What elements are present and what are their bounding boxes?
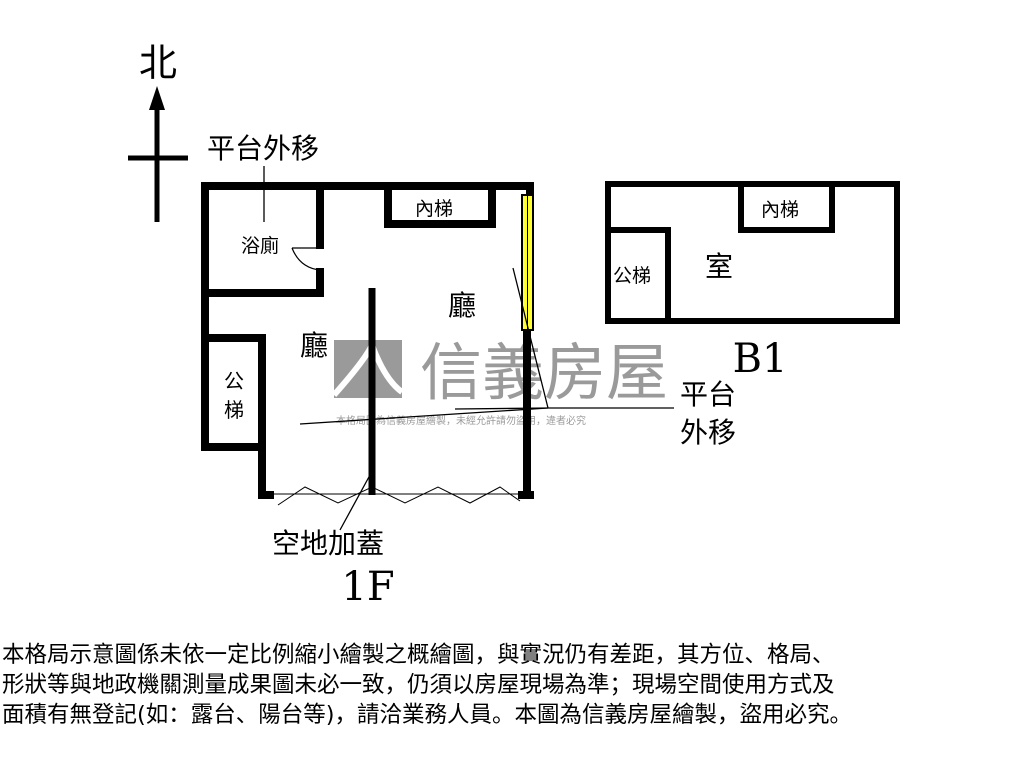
bathroom-label: 浴廁 xyxy=(241,234,279,257)
public-stairs-b1-label: 公梯 xyxy=(613,265,651,287)
inner-stairs-1f-label: 內梯 xyxy=(415,198,453,220)
floor-b1-label: B1 xyxy=(733,336,788,382)
platform-moved-top-label: 平台外移 xyxy=(207,132,319,165)
vacant-land-addition-label: 空地加蓋 xyxy=(272,527,384,560)
public-stairs-1f-label-top: 公 xyxy=(224,369,244,393)
disclaimer-line: 形狀等與地政機關測量成果圖未必一致，仍須以房屋現場為準；現場空間使用方式及 xyxy=(2,672,835,698)
inner-stairs-b1-label: 內梯 xyxy=(761,199,799,221)
platform-moved-right-label-1: 平台 xyxy=(680,378,736,411)
floor-1f-walls xyxy=(201,182,534,499)
watermark: 信義房屋 本格局圖為信義房屋繪製，未經允許請勿盜用，違者必究 xyxy=(331,336,668,427)
public-stairs-1f-label-bottom: 梯 xyxy=(224,398,244,422)
watermark-brand: 信義房屋 xyxy=(420,336,668,409)
leader-lines xyxy=(263,166,674,531)
room-b1-label: 室 xyxy=(705,250,733,283)
living-room-right-label: 廳 xyxy=(448,289,476,322)
door-icon xyxy=(291,247,321,271)
floor-plan: 信義房屋 本格局圖為信義房屋繪製，未經允許請勿盜用，違者必究 北 平台外移 浴廁… xyxy=(128,41,900,610)
floor-1f-label: 1F xyxy=(341,564,394,610)
living-room-left-label: 廳 xyxy=(300,329,328,362)
disclaimer-line: 面積有無登記(如：露台、陽台等)，請洽業務人員。本圖為信義房屋繪製，盜用必究。 xyxy=(2,702,853,728)
disclaimer: 本格局示意圖係未依一定比例縮小繪製之概繪圖，與實況仍有差距，其方位、格局、 形狀… xyxy=(2,640,1022,730)
open-front-zigzag xyxy=(270,486,522,506)
north-arrow-icon xyxy=(128,86,188,222)
floor-b1-walls xyxy=(605,181,900,324)
north-label: 北 xyxy=(139,41,177,85)
platform-moved-right-label-2: 外移 xyxy=(680,416,736,449)
disclaimer-line: 本格局示意圖係未依一定比例縮小繪製之概繪圖，與實況仍有差距，其方位、格局、 xyxy=(2,642,835,668)
